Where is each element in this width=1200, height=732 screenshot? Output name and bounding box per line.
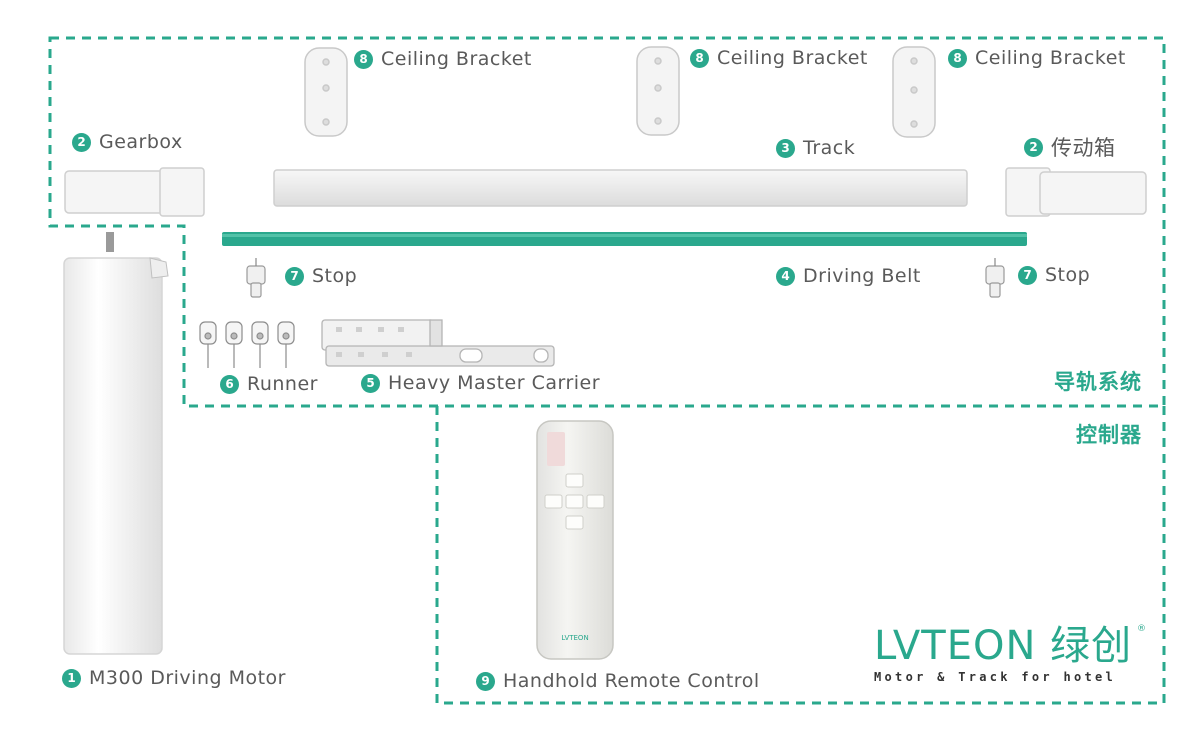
label-text: Track bbox=[803, 137, 856, 159]
remote-logo: LVTEON bbox=[561, 634, 588, 642]
label-text: Heavy Master Carrier bbox=[388, 372, 601, 394]
stop-right bbox=[985, 258, 1005, 298]
gearbox-left bbox=[64, 167, 205, 217]
label-text: Gearbox bbox=[99, 131, 183, 153]
label-text: Runner bbox=[247, 373, 318, 395]
number-badge: 3 bbox=[776, 138, 795, 158]
runners bbox=[199, 321, 295, 368]
brand-tagline: Motor & Track for hotel bbox=[874, 670, 1117, 684]
heavy-master-carrier bbox=[321, 319, 555, 367]
number-badge: 5 bbox=[361, 373, 380, 393]
number-badge: 4 bbox=[776, 266, 795, 286]
label-ceiling-bracket-3: 8 Ceiling Bracket bbox=[948, 47, 1126, 69]
label-text: Ceiling Bracket bbox=[975, 47, 1126, 69]
number-badge: 7 bbox=[285, 266, 304, 286]
label-text: Ceiling Bracket bbox=[381, 48, 532, 70]
number-badge: 2 bbox=[72, 132, 91, 152]
label-driving-belt: 4 Driving Belt bbox=[776, 265, 921, 287]
label-text: Ceiling Bracket bbox=[717, 47, 868, 69]
stop-left bbox=[246, 258, 266, 298]
ceiling-bracket-3 bbox=[892, 46, 936, 138]
number-badge: 8 bbox=[354, 49, 373, 69]
label-text: Driving Belt bbox=[803, 265, 921, 287]
label-remote-control: 9 Handhold Remote Control bbox=[476, 670, 760, 692]
ceiling-bracket-1 bbox=[304, 47, 348, 137]
label-ceiling-bracket-2: 8 Ceiling Bracket bbox=[690, 47, 868, 69]
registered-mark: ® bbox=[1137, 624, 1146, 634]
m300-driving-motor bbox=[63, 232, 169, 655]
section-title-controller: 控制器 bbox=[1076, 423, 1142, 447]
number-badge: 7 bbox=[1018, 265, 1037, 285]
controller-outline bbox=[435, 406, 1166, 705]
label-ceiling-bracket-1: 8 Ceiling Bracket bbox=[354, 48, 532, 70]
brand-logo: LVTEON 绿创 ® Motor & Track for hotel bbox=[874, 623, 1146, 684]
track-rail bbox=[273, 169, 968, 207]
gearbox-right bbox=[1005, 167, 1147, 217]
label-gearbox: 2 Gearbox bbox=[72, 131, 183, 153]
number-badge: 8 bbox=[690, 48, 709, 68]
label-gearbox-zh: 2 传动箱 bbox=[1024, 132, 1116, 162]
number-badge: 6 bbox=[220, 374, 239, 394]
brand-name: LVTEON 绿创 bbox=[874, 623, 1133, 669]
number-badge: 2 bbox=[1024, 137, 1043, 157]
number-badge: 1 bbox=[62, 668, 81, 688]
label-heavy-master-carrier: 5 Heavy Master Carrier bbox=[361, 372, 600, 394]
number-badge: 9 bbox=[476, 671, 495, 691]
ceiling-bracket-2 bbox=[636, 46, 680, 136]
label-text: Stop bbox=[312, 265, 358, 287]
handhold-remote-control: LVTEON bbox=[536, 420, 614, 660]
label-runner: 6 Runner bbox=[220, 373, 318, 395]
label-text: Stop bbox=[1045, 264, 1091, 286]
section-title-track-system: 导轨系统 bbox=[1054, 370, 1142, 394]
label-stop-left: 7 Stop bbox=[285, 265, 357, 287]
label-text: M300 Driving Motor bbox=[89, 667, 286, 689]
track-system-outline bbox=[48, 36, 1166, 408]
label-motor: 1 M300 Driving Motor bbox=[62, 667, 286, 689]
label-stop-right: 7 Stop bbox=[1018, 264, 1090, 286]
label-track: 3 Track bbox=[776, 137, 855, 159]
label-text: Handhold Remote Control bbox=[503, 670, 760, 692]
number-badge: 8 bbox=[948, 48, 967, 68]
driving-belt bbox=[222, 232, 1027, 246]
label-text: 传动箱 bbox=[1051, 136, 1116, 160]
